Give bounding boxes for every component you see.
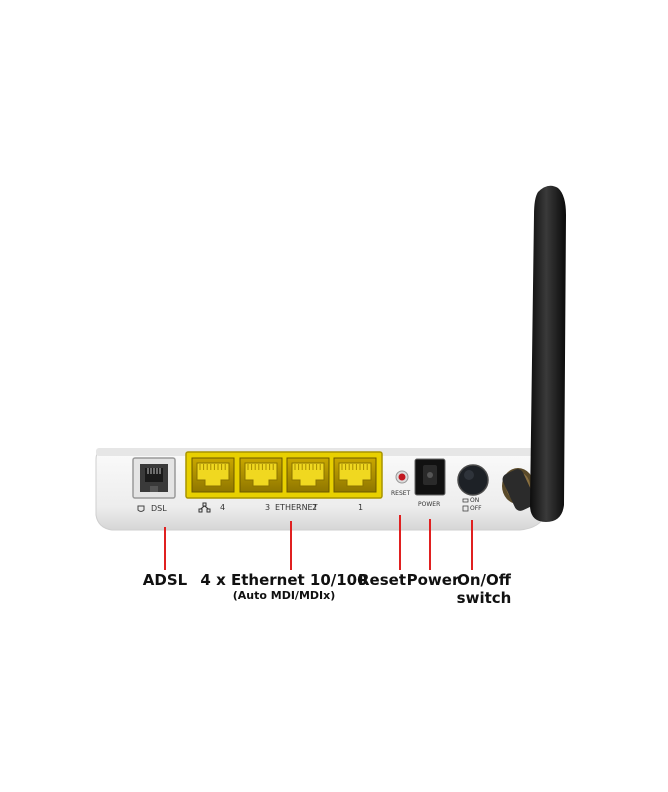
antenna (502, 185, 566, 522)
ethernet-callout: 4 x Ethernet 10/100 (200, 571, 368, 589)
reset-callout: Reset (358, 571, 406, 589)
switch-callout-line2: switch (456, 589, 512, 607)
on-label: ON (470, 497, 479, 504)
ethernet-port-2 (286, 457, 330, 493)
ethernet-label: ETHERNET (275, 503, 318, 512)
ethernet-panel (185, 451, 383, 499)
power-switch (457, 464, 489, 496)
lan1-label: 1 (358, 503, 363, 512)
ethernet-port-1 (333, 457, 377, 493)
dsl-port-label: DSL (151, 504, 167, 513)
power-label: POWER (418, 501, 440, 508)
dsl-icon (137, 505, 145, 512)
network-icon (198, 502, 211, 513)
adsl-callout: ADSL (142, 571, 188, 589)
power-jack (414, 458, 446, 496)
ethernet-callout-subtitle: (Auto MDI/MDIx) (232, 589, 336, 602)
lan2-label: 2 (312, 503, 317, 512)
dsl-port (132, 457, 176, 499)
reset-button (395, 470, 409, 484)
switch-off-icon (462, 505, 469, 512)
reset-label: RESET (391, 490, 411, 497)
off-label: OFF (470, 505, 482, 512)
ethernet-port-4 (191, 457, 235, 493)
switch-callout-line1: On/Off (457, 571, 511, 589)
switch-on-icon (462, 498, 469, 503)
power-callout: Power (406, 571, 460, 589)
callout-lines (164, 515, 473, 570)
ethernet-port-3 (239, 457, 283, 493)
lan4-label: 4 (220, 503, 225, 512)
lan3-label: 3 (265, 503, 270, 512)
